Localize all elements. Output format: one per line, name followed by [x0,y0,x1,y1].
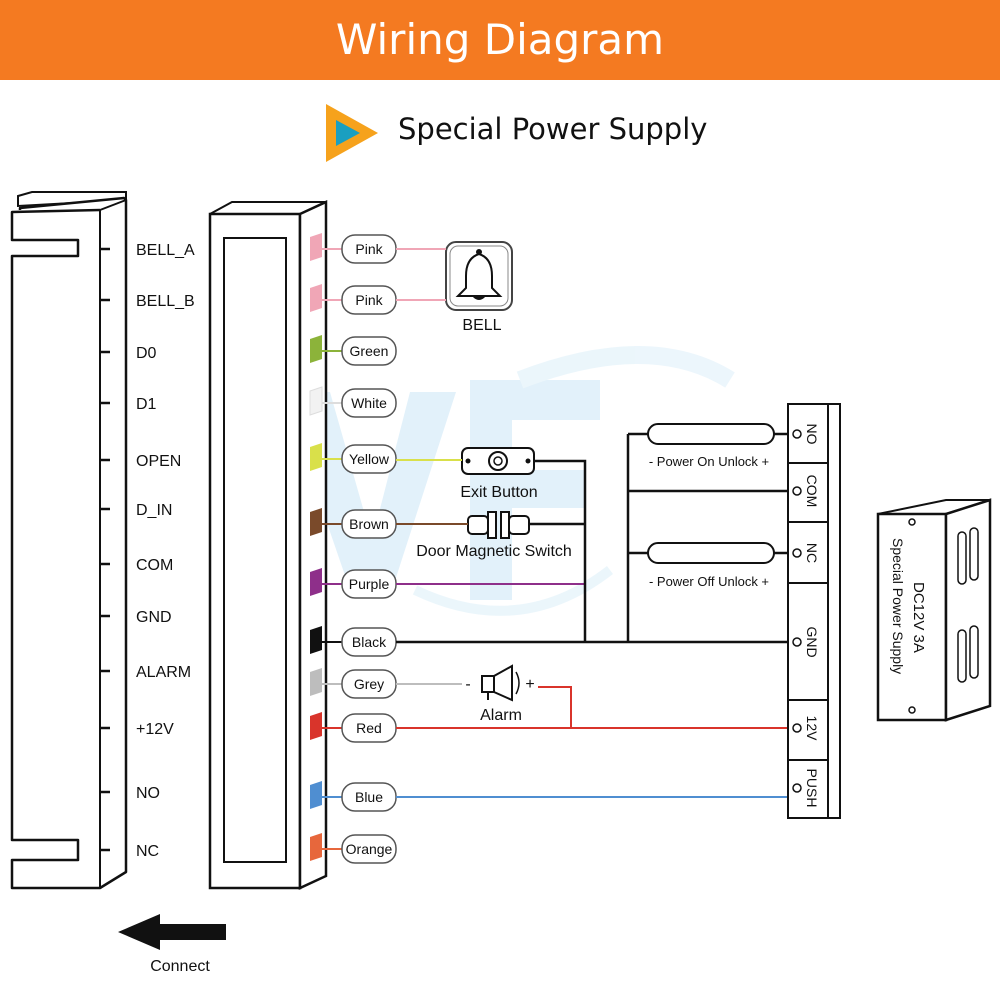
wire-label: Black [352,634,387,650]
wire-label: Green [350,343,389,359]
terminal-screw [792,783,802,793]
siren-icon [481,664,520,702]
wire-label: Blue [355,789,383,805]
terminal-label: 12V [804,716,820,742]
bell-device: BELL [445,241,513,334]
pin-label: NC [136,843,159,860]
terminal-screw [792,548,802,558]
connect-label: Connect [150,958,210,975]
pin-label: ALARM [136,664,191,681]
wire-label-pill [341,336,397,366]
pin-label: BELL_B [136,293,195,310]
alarm-device: - + Alarm [465,664,535,724]
wire-color-swatch [309,386,323,416]
page-title: Wiring Diagram [335,15,665,64]
bell-label: BELL [462,317,501,334]
wire-list: PinkPinkGreenWhiteYellowBrownPurpleBlack… [309,233,397,864]
terminal-label: NC [804,543,820,563]
pin-label: COM [136,557,173,574]
terminal-label: NO [804,424,820,445]
connector-strip [208,200,328,890]
wire-color-swatch [310,233,322,261]
power-supply-name: Special Power Supply [890,538,906,674]
exit-button-device: Exit Button [460,447,538,501]
wire-label-pill [341,388,397,418]
door-switch-label: Door Magnetic Switch [416,543,572,560]
terminal-label: GND [804,626,820,657]
wire-color-swatch [310,443,322,471]
wire-color-swatch [310,833,322,861]
alarm-plus-label: + [525,676,534,693]
wire-label: Red [356,720,382,736]
wire-color-swatch [310,668,322,696]
pin-label: GND [136,609,172,626]
wire-color-swatch [310,568,322,596]
power-on-unlock-label: - Power On Unlock + [649,454,769,469]
pin-label: NO [136,785,160,802]
wire-color-swatch [310,712,322,740]
terminal-screw [792,429,802,439]
terminal-screw [792,723,802,733]
wire-label-pill [341,834,397,864]
wire-color-swatch [310,626,322,654]
connect-arrow-icon [118,914,226,950]
wire-color-swatch [310,781,322,809]
wire-color-swatch [310,508,322,536]
terminal-label: PUSH [804,769,820,808]
wire-color-swatch [310,335,322,363]
wire-label: Yellow [349,451,390,467]
alarm-label: Alarm [480,707,522,724]
alarm-minus-label: - [465,676,470,693]
wire-label: Grey [354,676,384,692]
terminal-screw [792,486,802,496]
power-supply-rating: DC12V 3A [910,582,927,653]
exit-button-label: Exit Button [460,484,537,501]
play-arrow-icon [326,104,378,162]
header-banner [0,0,1000,80]
controller-side-view [10,191,128,890]
terminal-screw [792,637,802,647]
wire-label: Purple [349,576,390,592]
circuit-lines [396,248,788,798]
pin-label: BELL_A [136,242,195,259]
power-supply-unit: DC12V 3A Special Power Supply [876,498,992,722]
power-off-unlock-label: - Power Off Unlock + [649,574,769,589]
pin-label: D1 [136,396,157,413]
bell-icon [455,249,503,300]
wire-label: Pink [355,241,383,257]
wire-label: White [351,395,387,411]
door-magnetic-switch-device: Door Magnetic Switch [416,511,572,560]
pin-label: D_IN [136,502,172,519]
terminal-label: COM [804,475,820,508]
section-subtitle: Special Power Supply [398,112,708,146]
wire-label: Pink [355,292,383,308]
wire-label: Brown [349,516,389,532]
pin-label: +12V [136,721,174,738]
wire-color-swatch [310,284,322,312]
wire-label: Orange [346,841,393,857]
terminal-block: NO COM NC GND 12V PUSH [787,403,841,819]
pin-label: OPEN [136,453,181,470]
pin-label: D0 [136,345,157,362]
